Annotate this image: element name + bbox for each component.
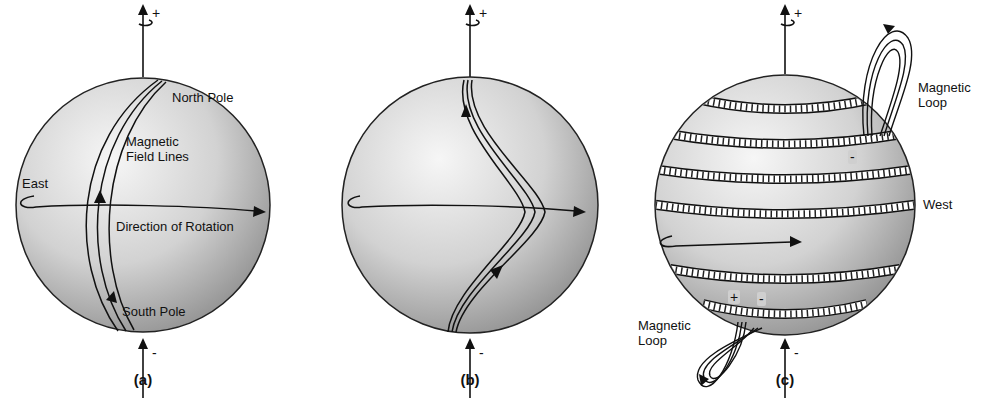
panel-label: (b): [460, 372, 479, 387]
direction-label: East: [22, 176, 48, 191]
field-arrowheads: [461, 104, 503, 279]
loop-label: Magnetic Loop: [918, 80, 976, 110]
panel-label: (c): [776, 372, 794, 387]
polarity-sign: -: [757, 292, 766, 306]
panel-label: (a): [134, 372, 152, 387]
sun-sphere: [342, 77, 598, 333]
rotation-arrow: [21, 196, 256, 211]
rotation-arrowhead: [253, 206, 266, 217]
pole-label: North Pole: [172, 90, 233, 105]
field-arrowheads: [94, 190, 117, 303]
axis-sign: -: [477, 346, 486, 360]
axis-sign: +: [150, 6, 162, 20]
rotation-arrowhead: [573, 206, 586, 217]
axis-sign: +: [477, 6, 489, 20]
loop-arrowheads: [699, 24, 895, 386]
polarity-sign: +: [728, 290, 740, 304]
rotation-arrowhead: [790, 236, 802, 247]
twisted-flux-ropes: [650, 99, 920, 314]
sun-sphere: [16, 78, 270, 332]
axis-sign: -: [792, 346, 801, 360]
axis-sign: +: [792, 6, 804, 20]
rotation-arrow: [660, 236, 792, 247]
magnetic-loop: [697, 31, 911, 387]
field-label: Magnetic Field Lines: [126, 134, 198, 164]
direction-label: West: [923, 197, 952, 212]
axis-sign: -: [150, 346, 159, 360]
loop-label: Magnetic Loop: [638, 318, 694, 348]
rotation-arrow: [348, 196, 576, 211]
rotation-label: Direction of Rotation: [116, 219, 234, 234]
polarity-sign: -: [848, 150, 857, 164]
pole-label: South Pole: [122, 304, 186, 319]
